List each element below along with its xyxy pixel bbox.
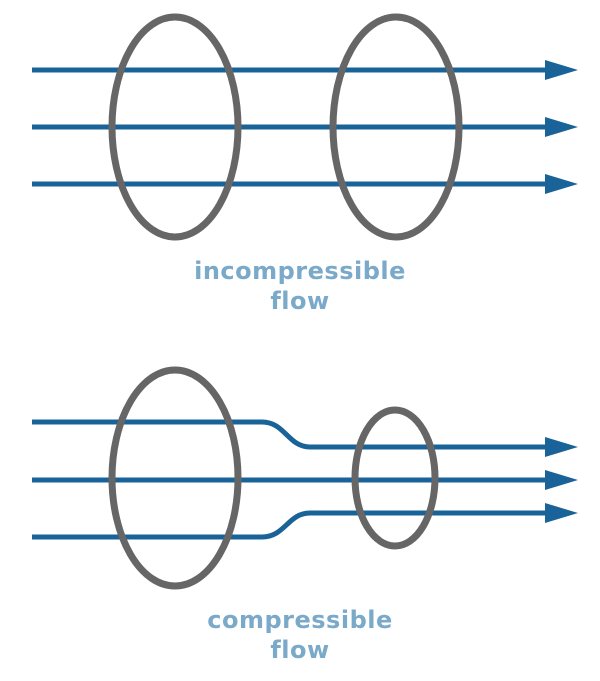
control-volume-right bbox=[329, 13, 463, 241]
streamline-top bbox=[32, 419, 548, 450]
control-volumes bbox=[108, 366, 439, 590]
control-volume-small bbox=[351, 406, 439, 550]
compressible-flow-label: compressible flow bbox=[0, 605, 600, 665]
incompressible-panel bbox=[32, 13, 578, 241]
control-volume-left bbox=[108, 13, 242, 241]
control-volume-large bbox=[108, 366, 242, 590]
label-line-1: compressible bbox=[207, 606, 393, 634]
incompressible-flow-label: incompressible flow bbox=[0, 256, 600, 316]
arrow-right-icon bbox=[545, 437, 578, 523]
compressible-panel bbox=[32, 366, 578, 590]
streamline-bottom bbox=[32, 510, 548, 540]
arrow-right-icon bbox=[545, 60, 578, 194]
label-line-2: flow bbox=[270, 287, 330, 315]
label-line-1: incompressible bbox=[194, 257, 406, 285]
label-line-2: flow bbox=[270, 636, 330, 664]
streamlines bbox=[32, 419, 548, 540]
control-volumes bbox=[108, 13, 463, 241]
